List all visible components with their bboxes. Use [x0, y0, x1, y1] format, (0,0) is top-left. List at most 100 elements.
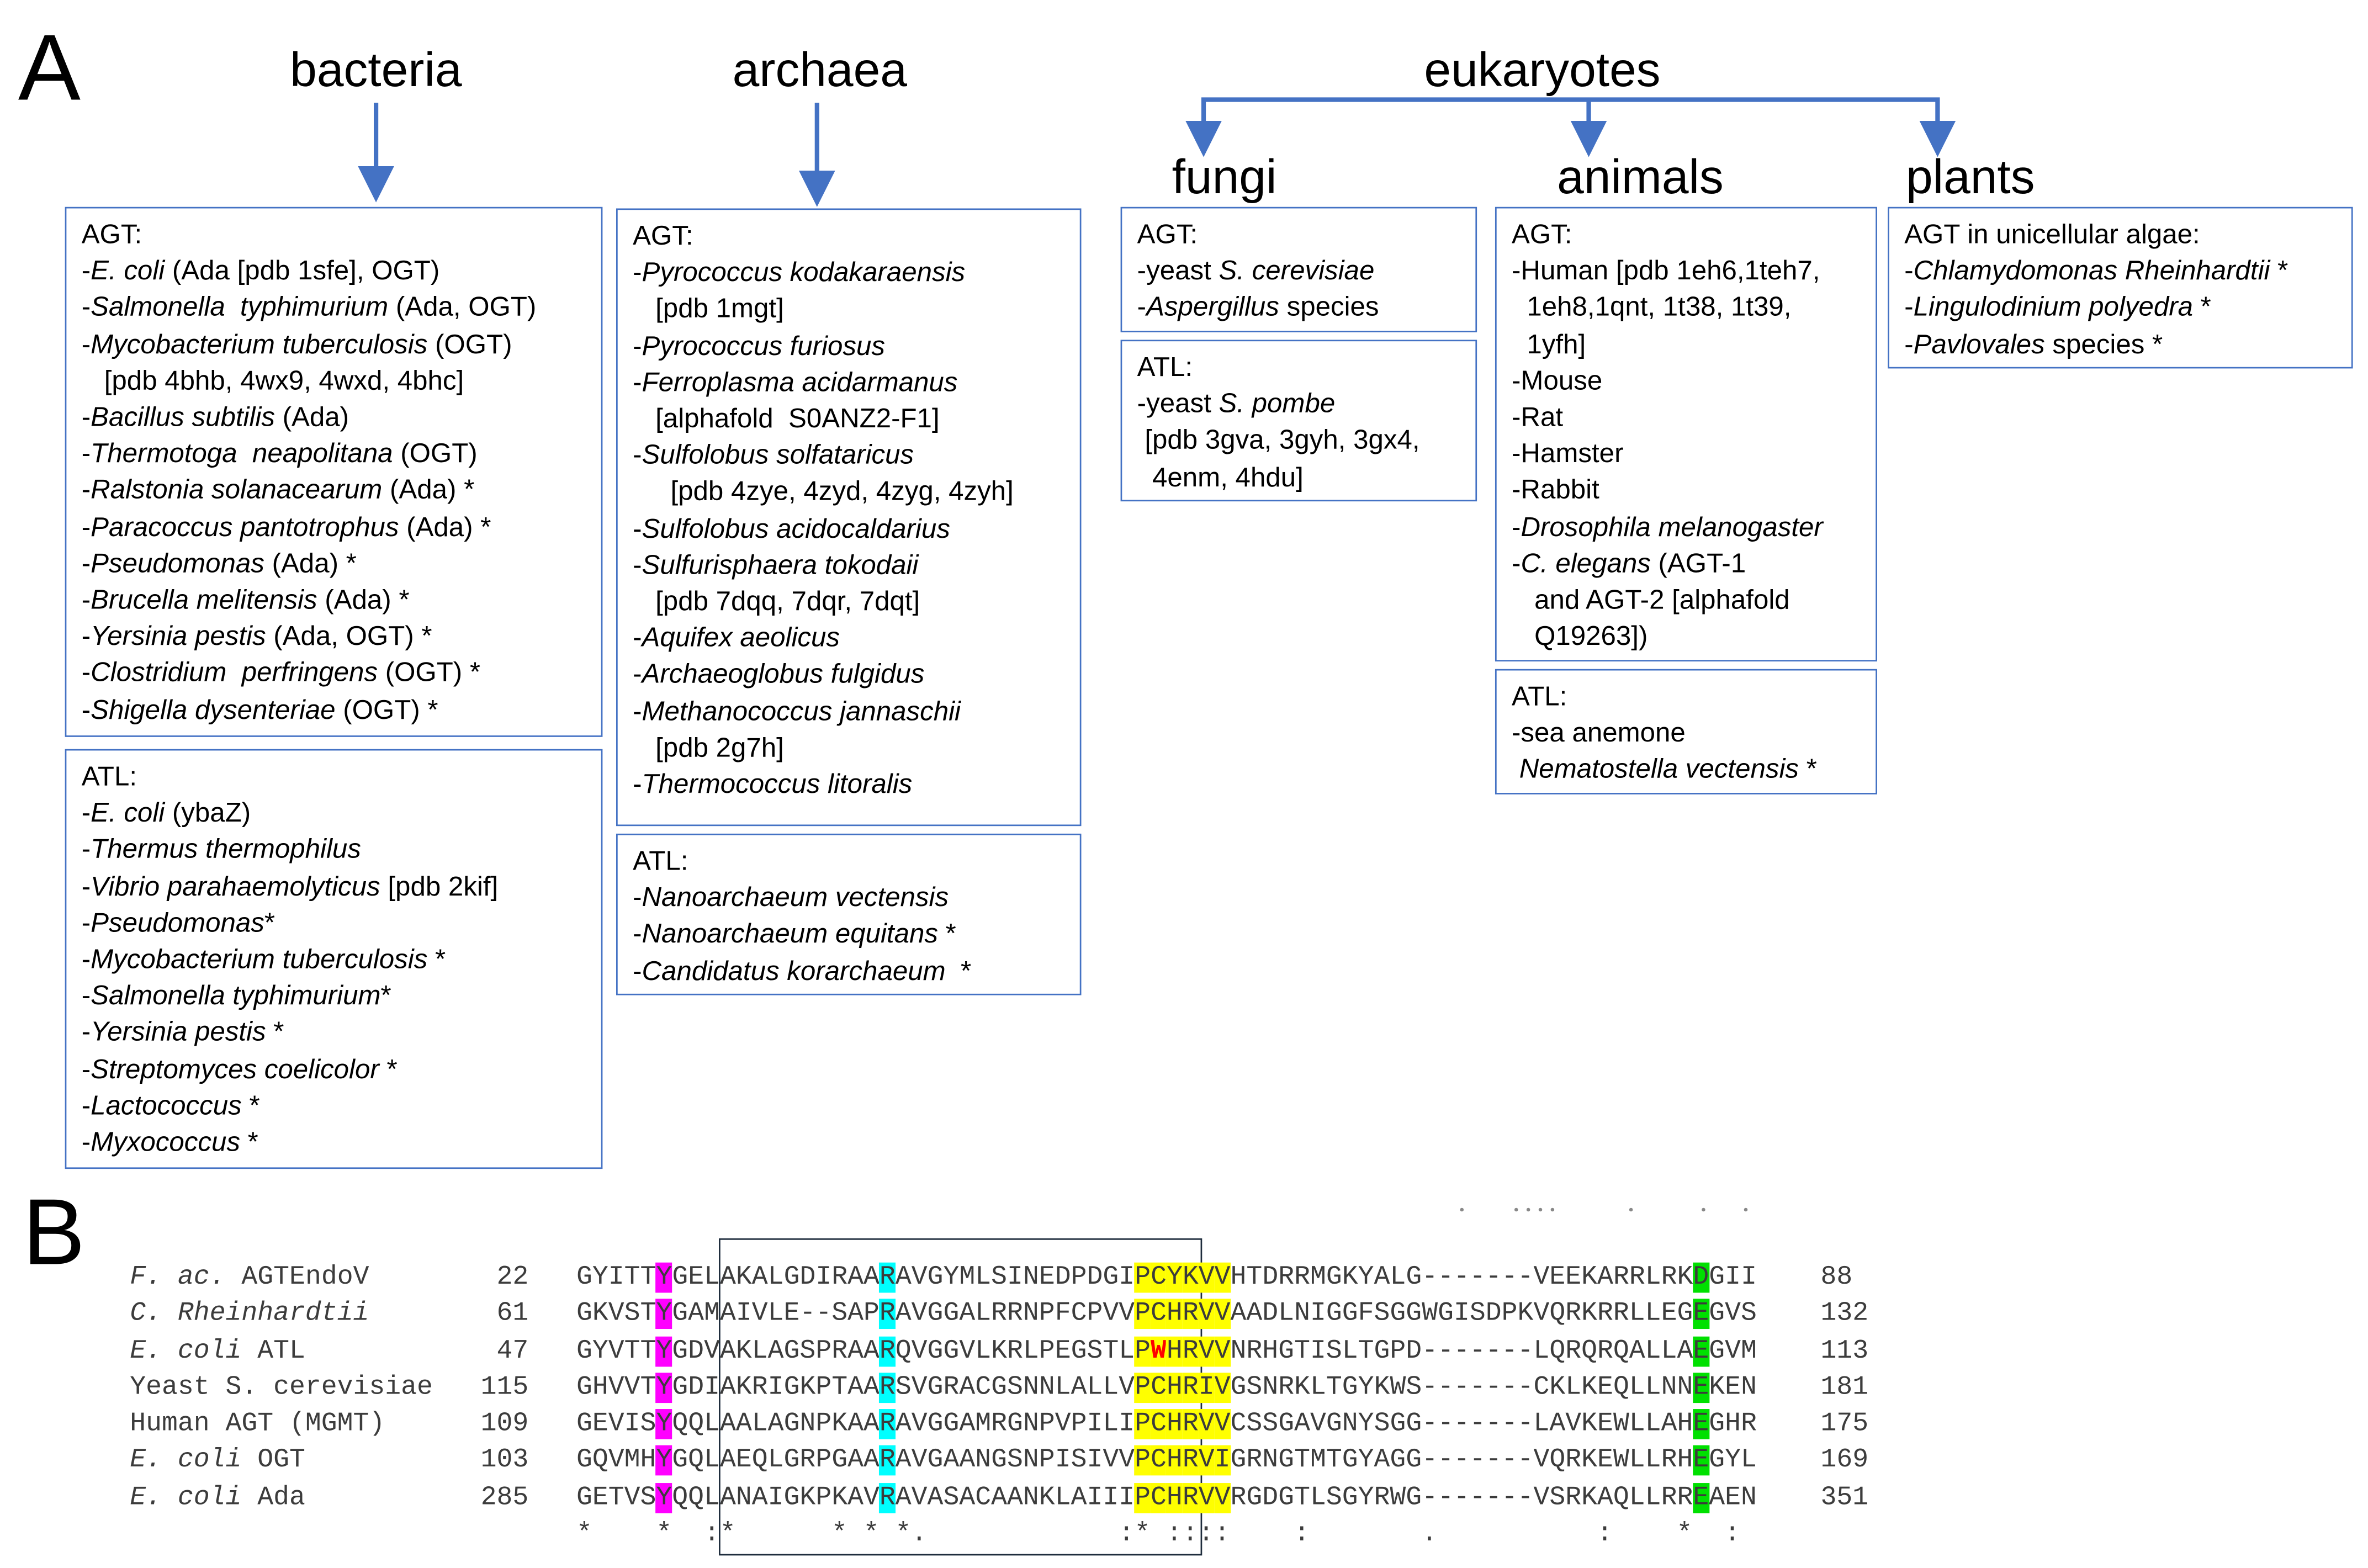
sequence-start: 115: [480, 1373, 529, 1403]
species-name: E. coli: [91, 255, 165, 286]
box-line: [alphafold S0ANZ2-F1]: [633, 400, 1068, 437]
box-line: AGT:: [1512, 216, 1863, 252]
species-name: Clostridium perfringens: [91, 658, 378, 688]
box-line: -Mycobacterium tuberculosis (OGT): [82, 326, 589, 362]
alignment-row: Human AGT (MGMT) 109 GEVISYQQLAALAGNPKAA…: [130, 1406, 1868, 1443]
box-text: (Ada) *: [317, 584, 410, 615]
box-line: [pdb 2g7h]: [633, 729, 1068, 766]
box-text: 1eh8,1qnt, 1t38, 1t39,: [1512, 292, 1792, 322]
species-name: C. Rheinhardtii: [130, 1299, 369, 1329]
box-text: -: [1137, 292, 1147, 322]
box-text: -: [81, 980, 91, 1011]
sequence-start: 109: [480, 1409, 529, 1440]
box-text: AGT:: [1512, 219, 1572, 250]
sequence-residues: GYVTTYGDVAKLAGSPRAARQVGGVLKRLPEGSTLPWHRV…: [576, 1336, 1757, 1366]
sequence-name: F. ac. AGTEndoV: [130, 1263, 369, 1293]
box-text: [pdb 2g7h]: [633, 732, 784, 762]
box-text: -: [81, 834, 91, 865]
sequence-name: Human AGT (MGMT): [130, 1410, 385, 1440]
box-line: AGT:: [1137, 216, 1464, 252]
box-animals-agt: AGT:-Human [pdb 1eh6,1teh7, 1eh8,1qnt, 1…: [1495, 206, 1877, 662]
box-text: [pdb 7dqq, 7dqr, 7dqt]: [633, 586, 920, 617]
box-line: -Pavlovales species *: [1904, 326, 2339, 362]
sequence-residues: GKVSTYGAMAIVLE--SAPRAVGGALRRNPFCPVVPCHRV…: [576, 1299, 1757, 1329]
box-text: -Hamster: [1512, 438, 1624, 469]
box-text: ATL:: [1137, 352, 1193, 383]
header-archaea: archaea: [732, 42, 907, 97]
box-line: -Thermotoga neapolitana (OGT): [82, 435, 589, 472]
species-name: Drosophila melanogaster: [1521, 511, 1823, 542]
box-line: -Aquifex aeolicus: [633, 619, 1068, 656]
box-text: -: [633, 882, 642, 913]
box-bacteria-agt: AGT:-E. coli (Ada [pdb 1sfe], OGT)-Salmo…: [65, 206, 603, 737]
box-line: -Pseudomonas (Ada) *: [82, 545, 589, 581]
box-text: -sea anemone: [1512, 717, 1686, 748]
box-text: -Rat: [1512, 401, 1564, 432]
box-text: -: [81, 401, 91, 432]
box-text: -: [633, 330, 642, 361]
box-line: -E. coli (ybaZ): [82, 794, 589, 831]
box-line: 1eh8,1qnt, 1t38, 1t39,: [1512, 289, 1863, 326]
species-name: Aquifex aeolicus: [642, 622, 840, 653]
box-line: AGT:: [82, 216, 589, 252]
species-name: Pavlovales: [1913, 329, 2045, 359]
species-name: Nematostella vectensis: [1519, 754, 1799, 785]
box-text: (AGT-1: [1650, 548, 1746, 579]
species-name: Nanoarchaeum equitans: [642, 919, 939, 949]
sequence-name: E. coli OGT: [130, 1446, 305, 1476]
box-text: (Ada) *: [382, 475, 475, 505]
box-text: -Rabbit: [1512, 475, 1599, 505]
species-name: E. coli: [130, 1482, 242, 1513]
species-name: Vibrio parahaemolyticus: [91, 871, 380, 901]
sequence-end: 175: [1820, 1409, 1869, 1440]
alignment-row: E. coli ATL 47 GYVTTYGDVAKLAGSPRAARQVGGV…: [130, 1333, 1868, 1369]
box-text: *: [2270, 255, 2288, 286]
box-archaea-agt: AGT:-Pyrococcus kodakaraensis [pdb 1mgt]…: [616, 208, 1082, 827]
species-name: Paracoccus pantotrophus: [91, 511, 399, 542]
box-line: -Chlamydomonas Rheinhardtii *: [1904, 252, 2339, 289]
species-name: Myxococcus: [91, 1126, 240, 1157]
box-text: -: [81, 1017, 91, 1047]
box-text: -: [633, 919, 642, 949]
alignment-row: E. coli Ada 285 GETVSYQQLANAIGKPKAVRAVAS…: [130, 1480, 1868, 1516]
panel-b-label: B: [23, 1181, 86, 1285]
box-text: *: [379, 1053, 398, 1084]
box-line: -Shigella dysenteriae (OGT) *: [82, 691, 589, 728]
sequence-start: 61: [496, 1299, 529, 1329]
box-line: [pdb 3gva, 3gyh, 3gx4,: [1137, 422, 1464, 458]
box-text: (Ada, OGT) *: [266, 621, 432, 651]
box-line: -yeast S. cerevisiae: [1137, 252, 1464, 289]
sequence-residues: GEVISYQQLAALAGNPKAARAVGGAMRGNPVPILIPCHRV…: [576, 1409, 1757, 1440]
box-line: -Vibrio parahaemolyticus [pdb 2kif]: [82, 868, 589, 904]
species-name: E. coli: [91, 797, 165, 828]
conservation-row: * * :* * * *. :* :::: : . : * :: [130, 1516, 1868, 1553]
box-line: -Sulfurisphaera tokodaii: [633, 547, 1068, 583]
species-name: Lingulodinium polyedra: [1913, 292, 2193, 322]
decorative-dots: [1460, 1207, 1748, 1212]
box-line: ATL:: [1137, 349, 1464, 385]
box-line: -Salmonella typhimurium (Ada, OGT): [82, 289, 589, 326]
box-text: -: [81, 871, 91, 901]
header-eukaryotes: eukaryotes: [1424, 42, 1661, 97]
sequence-name-rest: Human AGT (MGMT): [130, 1409, 385, 1440]
box-line: -Streptomyces coelicolor *: [82, 1051, 589, 1087]
box-text: -: [81, 1090, 91, 1121]
box-text: species: [1279, 292, 1379, 322]
box-text: [1512, 754, 1519, 785]
header-plants: plants: [1905, 149, 2035, 204]
box-text: (OGT) *: [378, 658, 481, 688]
box-line: ATL:: [82, 758, 589, 794]
box-line: and AGT-2 [alphafold: [1512, 581, 1863, 618]
alignment-row: E. coli OGT 103 GQVMHYGQLAEQLGRPGAARAVGA…: [130, 1443, 1868, 1480]
box-line: -Hamster: [1512, 435, 1863, 472]
box-fungi-atl: ATL:-yeast S. pombe [pdb 3gva, 3gyh, 3gx…: [1120, 340, 1477, 502]
species-name: Candidatus korarchaeum: [642, 955, 946, 986]
box-text: -: [633, 622, 642, 653]
sequence-name-rest: OGT: [241, 1446, 305, 1476]
box-text: -: [81, 658, 91, 688]
species-name: Ferroplasma acidarmanus: [642, 367, 958, 397]
species-name: Archaeoglobus fulgidus: [642, 659, 925, 690]
species-name: Brucella melitensis: [91, 584, 317, 615]
sequence-end: 132: [1820, 1299, 1869, 1329]
box-text: [pdb 1mgt]: [633, 293, 784, 324]
